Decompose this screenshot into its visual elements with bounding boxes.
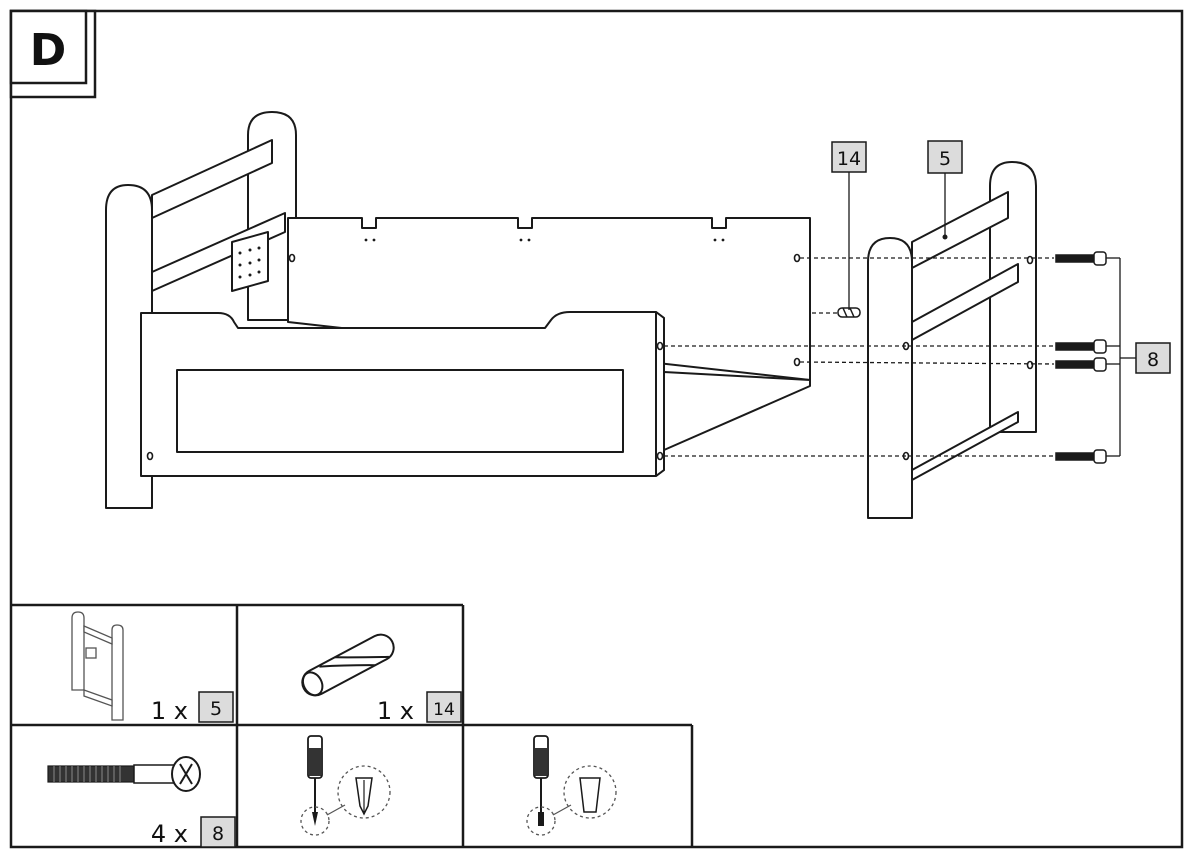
part-cell-5: 1 x 5 <box>71 611 234 725</box>
bolt-icon <box>47 756 201 792</box>
callout-8 <box>1106 257 1171 457</box>
step-badge: D <box>9 9 97 99</box>
callout-5: 5 <box>927 140 963 240</box>
callout-5-label: 5 <box>939 148 951 170</box>
back-rail-bolt-holes <box>288 253 801 367</box>
back-rail-holes <box>364 238 725 242</box>
part-cell-8: 4 x 8 <box>47 756 236 848</box>
callout-8-label: 8 <box>1147 349 1159 371</box>
flathead-screwdriver-icon <box>526 735 617 836</box>
headboard-right <box>867 161 1037 519</box>
step-letter: D <box>30 25 67 76</box>
bolt-1 <box>1055 251 1107 266</box>
part-cell-14: 1 x 14 <box>301 633 462 725</box>
bolts-8 <box>1055 251 1107 464</box>
part-8-qty: 4 x <box>151 820 188 848</box>
bolt-2 <box>1055 339 1107 354</box>
bolt-4 <box>1055 449 1107 464</box>
alignment-lines <box>664 257 1055 457</box>
part-14-id: 14 <box>433 700 455 720</box>
phillips-screwdriver-icon <box>300 735 391 836</box>
plate-holes <box>238 246 261 279</box>
back-side-rail <box>287 217 811 451</box>
part-5-id: 5 <box>210 698 222 720</box>
front-side-rail <box>140 311 665 477</box>
part-5-qty: 1 x <box>151 697 188 725</box>
parts-grid-lines <box>11 603 694 847</box>
part-8-id: 8 <box>212 823 224 845</box>
outer-frame <box>9 9 1184 849</box>
headboard-panel-icon <box>71 611 124 721</box>
part-14-qty: 1 x <box>377 697 414 725</box>
callout-14-label: 14 <box>837 148 861 170</box>
front-rail-holes <box>146 341 664 461</box>
bolt-3 <box>1055 357 1107 372</box>
wooden-dowel-icon <box>301 633 395 697</box>
callout-14: 14 <box>831 141 867 310</box>
